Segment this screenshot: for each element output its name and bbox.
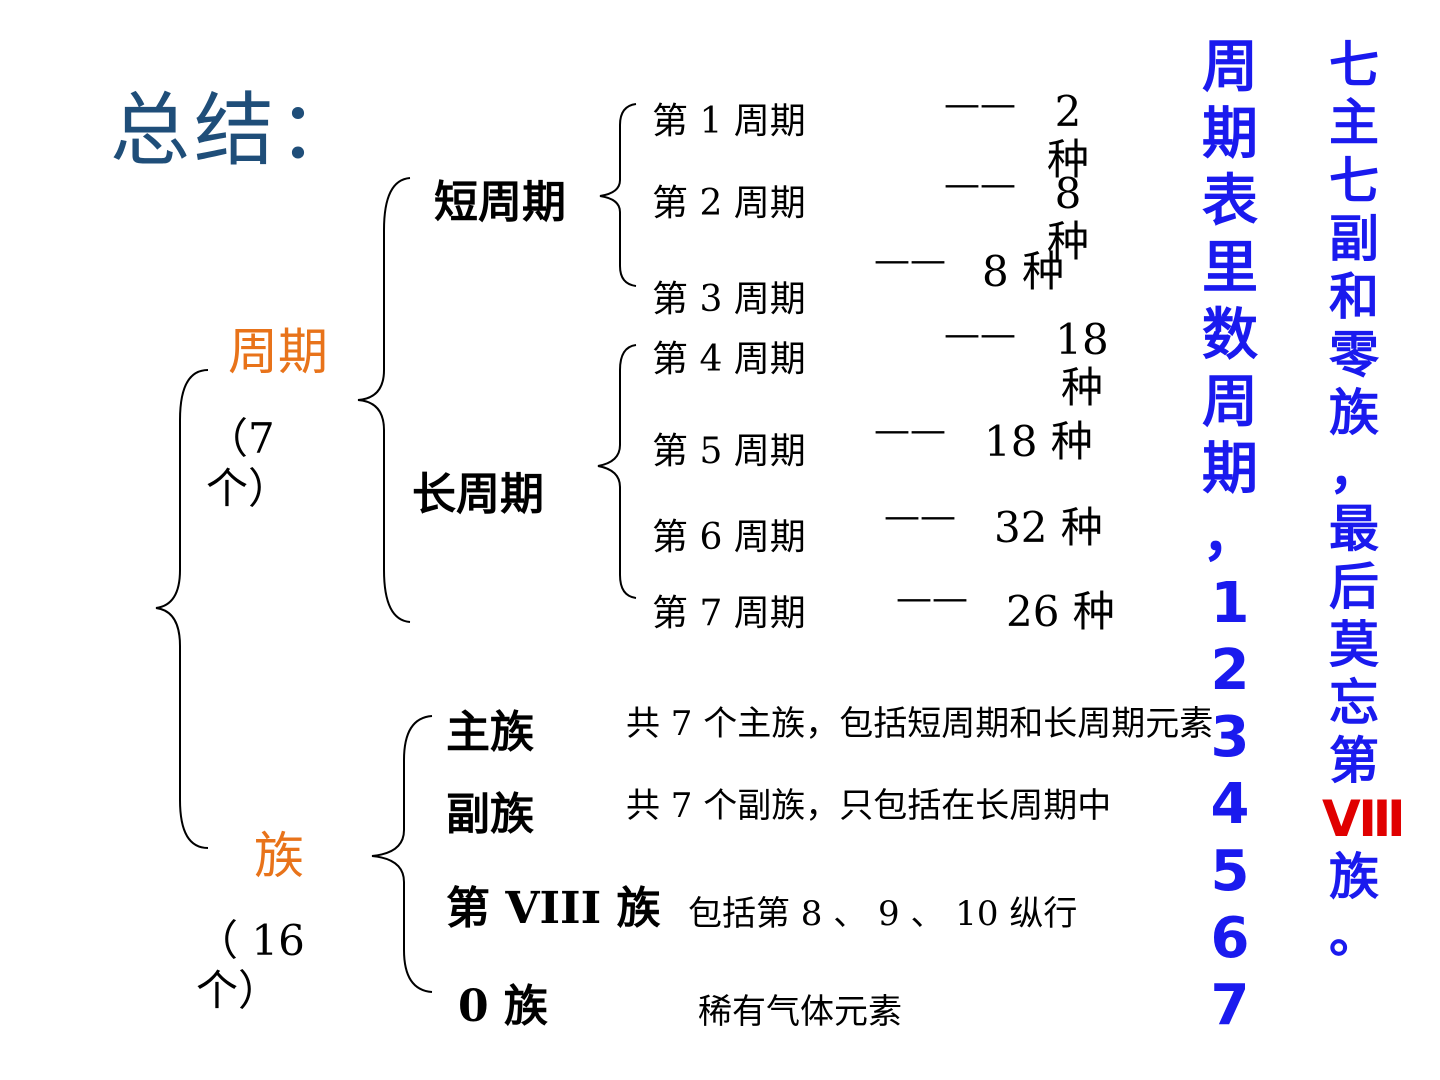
mnemonic-groups-roman: Ⅷ	[1322, 790, 1406, 848]
main-group-desc: 共 7 个主族，包括短周期和长周期元素	[626, 704, 1214, 744]
period-2-count: 8 种	[1046, 169, 1089, 266]
main-brace	[155, 369, 209, 849]
long-period-label: 长周期	[412, 469, 544, 520]
sub-group-desc: 共 7 个副族，只包括在长周期中	[626, 786, 1112, 826]
short-period-label: 短周期	[434, 177, 566, 228]
period-3-count: 8 种	[982, 247, 1065, 296]
groups-brace	[371, 715, 433, 993]
period-5-dash: ——	[874, 410, 946, 451]
periods-count: （7 个）	[206, 414, 291, 513]
period-4-label: 第 4 周期	[652, 339, 806, 380]
long-brace	[597, 344, 637, 599]
period-1-label: 第 1 周期	[652, 101, 806, 142]
period-6-dash: ——	[884, 496, 956, 537]
group-zero-label: 0 族	[458, 981, 548, 1032]
period-4-dash: ——	[944, 314, 1016, 355]
groups-count: （ 16 个）	[196, 916, 305, 1015]
groups-label: 族	[254, 827, 304, 885]
period-7-count: 26 种	[1006, 587, 1115, 636]
period-3-label: 第 3 周期	[652, 279, 806, 320]
period-5-label: 第 5 周期	[652, 431, 806, 472]
periods-label: 周期	[228, 323, 328, 381]
sub-group-label: 副族	[446, 789, 534, 840]
page-title: 总结：	[110, 84, 362, 177]
period-4-count: 18 种	[1055, 315, 1109, 412]
period-5-count: 18 种	[984, 417, 1093, 466]
main-group-label: 主族	[446, 707, 534, 758]
period-6-count: 32 种	[994, 503, 1103, 552]
period-2-label: 第 2 周期	[652, 183, 806, 224]
short-brace	[599, 103, 637, 287]
period-3-dash: ——	[874, 240, 946, 281]
period-1-count: 2 种	[1046, 87, 1089, 184]
period-7-dash: ——	[896, 578, 968, 619]
period-2-dash: ——	[944, 164, 1016, 205]
period-7-label: 第 7 周期	[652, 593, 806, 634]
group-zero-desc: 稀有气体元素	[698, 992, 902, 1032]
period-1-dash: ——	[944, 84, 1016, 125]
mnemonic-groups-b: 族。	[1329, 848, 1379, 964]
period-6-label: 第 6 周期	[652, 517, 806, 558]
group-viii-label: 第 VIII 族	[446, 883, 661, 934]
periods-brace	[357, 177, 411, 623]
mnemonic-groups-a: 七主七副和零族，最后莫忘第	[1329, 36, 1379, 790]
group-viii-desc: 包括第 8 、 9 、 10 纵行	[688, 894, 1078, 934]
